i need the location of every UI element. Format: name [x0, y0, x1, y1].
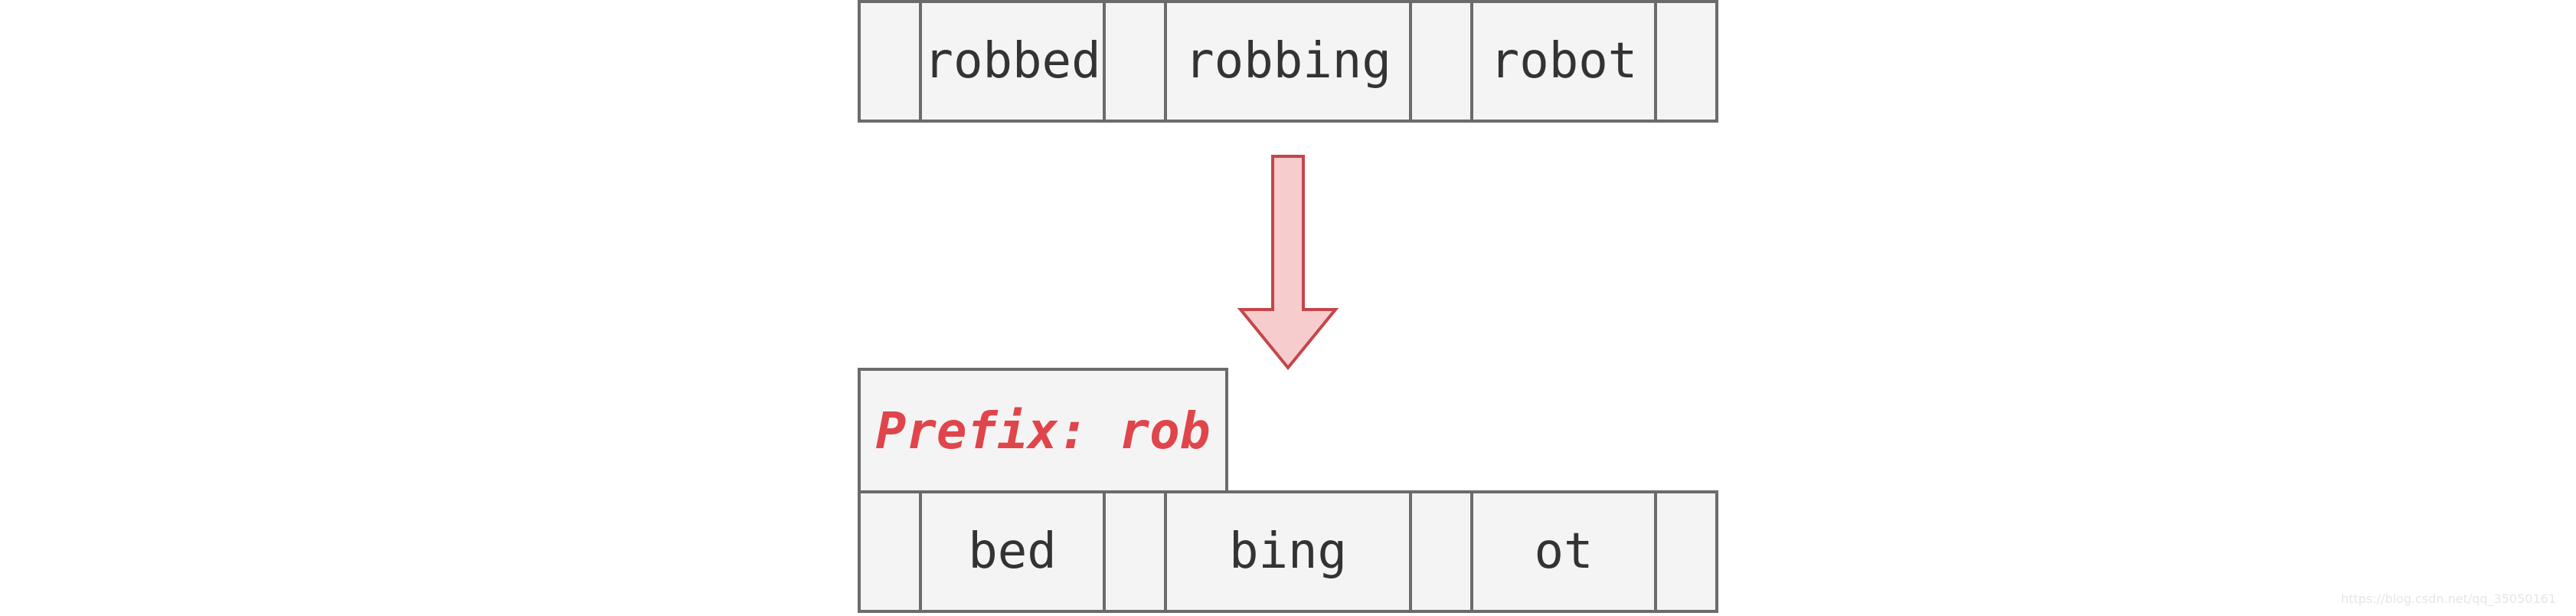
word-cell-robot: robot [1470, 0, 1657, 123]
prefix-label: Prefix: rob [875, 401, 1211, 460]
suffix-cell-bing: bing [1164, 490, 1412, 613]
word-cell-robbed: robbed [919, 0, 1106, 123]
separator-cell [1103, 490, 1167, 613]
down-arrow-shape [1237, 155, 1339, 371]
word-cell-robbing: robbing [1164, 0, 1412, 123]
watermark: https://blog.csdn.net/qq_35050161 [2341, 591, 2556, 606]
suffix-cell-ot: ot [1470, 490, 1657, 613]
separator-cell [1103, 0, 1167, 123]
full-words-row: robbed robbing robot [858, 0, 1718, 123]
prefix-box: Prefix: rob [858, 368, 1228, 493]
separator-cell [858, 0, 922, 123]
down-arrow-icon [1237, 155, 1339, 371]
suffix-row: bed bing ot [858, 490, 1718, 613]
separator-cell [1654, 490, 1718, 613]
separator-cell [1409, 490, 1473, 613]
separator-cell [1409, 0, 1473, 123]
suffix-cell-bed: bed [919, 490, 1106, 613]
separator-cell [858, 490, 922, 613]
separator-cell [1654, 0, 1718, 123]
